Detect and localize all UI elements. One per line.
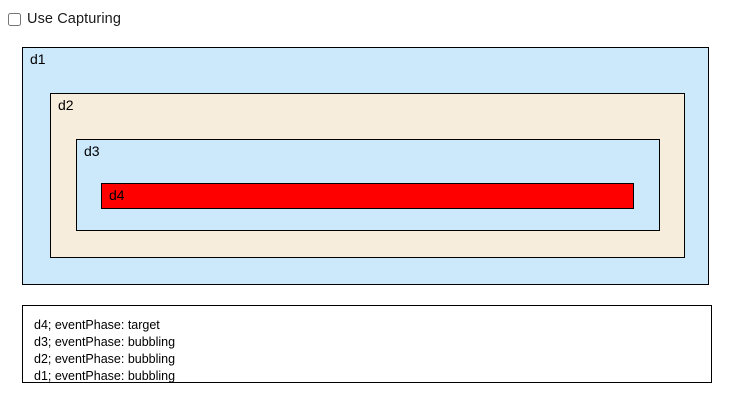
log-line: d4; eventPhase: target: [34, 318, 160, 332]
box-label-d1: d1: [30, 51, 46, 67]
event-log-panel: d4; eventPhase: target d3; eventPhase: b…: [22, 305, 712, 383]
checkbox-unchecked-icon[interactable]: [8, 12, 21, 26]
log-line: d1; eventPhase: bubbling: [34, 369, 176, 383]
box-label-d4: d4: [109, 187, 125, 203]
nested-box-d1[interactable]: d1 d2 d3 d4: [22, 47, 709, 285]
nested-box-d2[interactable]: d2 d3 d4: [50, 93, 685, 258]
box-label-d3: d3: [84, 143, 100, 159]
use-capturing-label: Use Capturing: [27, 10, 121, 27]
use-capturing-control[interactable]: Use Capturing: [8, 9, 121, 29]
log-line: d3; eventPhase: bubbling: [34, 335, 176, 349]
nested-box-d4[interactable]: d4: [101, 183, 634, 209]
box-label-d2: d2: [58, 97, 74, 113]
log-line: d2; eventPhase: bubbling: [34, 352, 176, 366]
nested-box-d3[interactable]: d3 d4: [76, 139, 660, 231]
